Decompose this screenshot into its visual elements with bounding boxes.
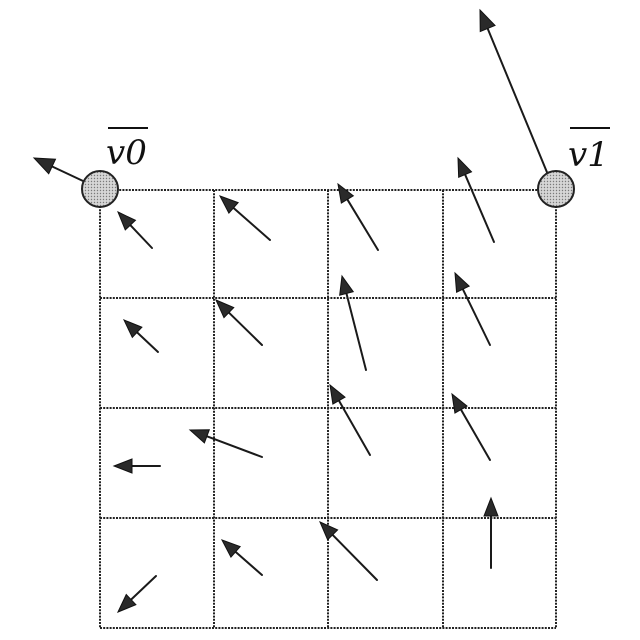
vector-r1-c4 (458, 158, 494, 242)
vector-r3-c2-arrowhead (190, 430, 209, 443)
vector-r1-c2-shaft (232, 207, 270, 240)
grid (100, 190, 556, 628)
vector-r2-c1-shaft (136, 331, 158, 352)
vector-r2-c3 (340, 276, 366, 370)
vector-r2-c2 (216, 300, 262, 345)
control-point-v0 (82, 171, 118, 207)
vector-r4-c1 (118, 576, 156, 612)
control-point-labels: v0 v1 (106, 128, 610, 175)
vector-r4-c2-shaft (234, 551, 262, 575)
vector-r3-c4-arrowhead (452, 394, 467, 413)
cell-vectors (114, 158, 498, 612)
vector-r4-c4 (484, 498, 498, 568)
vector-r4-c2 (222, 540, 262, 575)
vector-r2-c4 (455, 273, 490, 345)
vector-r3-c3-arrowhead (330, 385, 345, 404)
vector-v0-arrowhead (34, 158, 56, 174)
vector-r1-c1 (118, 212, 152, 248)
vector-r2-c3-arrowhead (340, 276, 354, 295)
vector-r1-c1-shaft (129, 224, 152, 248)
vector-r3-c4 (452, 394, 490, 460)
label-v1: v1 (568, 135, 609, 175)
vector-v1 (480, 10, 551, 182)
vector-r4-c4-arrowhead (484, 498, 498, 516)
vector-r4-c1-shaft (130, 576, 156, 601)
vector-r2-c3-shaft (346, 292, 366, 370)
vector-r1-c2 (220, 196, 270, 240)
vector-r2-c1 (124, 320, 158, 352)
vector-r1-c4-arrowhead (458, 158, 472, 177)
vector-r3-c1 (114, 459, 160, 473)
vector-r2-c2-shaft (227, 311, 262, 345)
vector-r1-c4-shaft (464, 173, 494, 242)
vector-v1-shaft (487, 27, 551, 182)
vector-r3-c2 (190, 430, 262, 457)
vector-r3-c1-arrowhead (114, 459, 132, 473)
vector-r1-c3-shaft (346, 198, 378, 250)
label-v0: v0 (106, 133, 147, 173)
control-point-v1 (538, 171, 574, 207)
vector-r3-c4-shaft (460, 408, 490, 460)
vector-r2-c4-arrowhead (455, 273, 469, 292)
vector-r1-c3 (338, 184, 378, 250)
vector-r2-c4-shaft (462, 287, 490, 345)
vector-r3-c3 (330, 385, 370, 455)
vector-v1-arrowhead (480, 10, 495, 32)
vector-r4-c3-shaft (331, 533, 377, 580)
vector-r1-c3-arrowhead (338, 184, 353, 203)
